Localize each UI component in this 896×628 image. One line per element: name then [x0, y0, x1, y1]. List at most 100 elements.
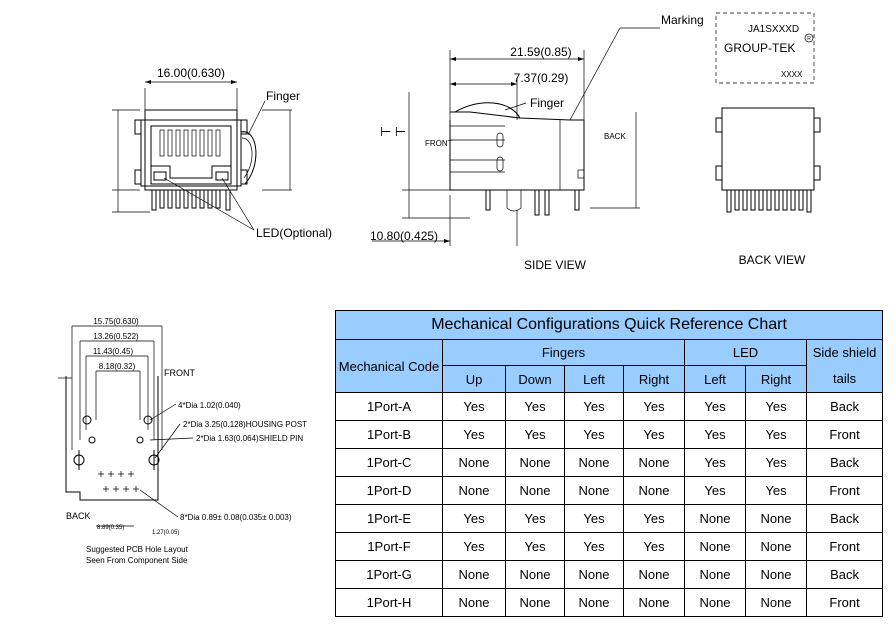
- table-cell: None: [684, 560, 746, 589]
- pcb-dim-bottom2: 1.27(0.05): [152, 530, 179, 536]
- marking-line3: XXXX: [781, 70, 803, 79]
- table-cell: None: [623, 560, 685, 589]
- table-cell: Back: [805, 392, 884, 421]
- table-cell: None: [505, 448, 565, 477]
- table-cell: Yes: [623, 392, 685, 421]
- table-cell: None: [442, 560, 506, 589]
- table-cell: Yes: [564, 420, 624, 449]
- pcb-dim2: 13.26(0.522): [93, 332, 139, 341]
- table-cell: Yes: [745, 392, 807, 421]
- row-code-cell: 1Port-C: [335, 448, 443, 477]
- pcb-dim3: 11.43(0.45): [93, 347, 134, 356]
- side-bottom-dim: 10.80(0.425): [370, 229, 438, 243]
- table-cell: Yes: [442, 420, 506, 449]
- pcb-caption2: Seen From Component Side: [86, 556, 188, 565]
- side-view-caption: SIDE VIEW: [524, 258, 587, 272]
- table-cell: Yes: [684, 392, 746, 421]
- table-cell: None: [745, 504, 807, 533]
- table-cell: None: [623, 476, 685, 505]
- front-width-dim: 16.00(0.630): [157, 66, 225, 80]
- table-cell: Yes: [684, 420, 746, 449]
- table-cell: None: [442, 448, 506, 477]
- back-view-caption: BACK VIEW: [739, 253, 806, 267]
- pcb-front-label: FRONT: [164, 368, 195, 378]
- table-cell: None: [442, 476, 506, 505]
- front-view-drawing: 16.00(0.630): [112, 66, 332, 240]
- table-cell: Yes: [623, 420, 685, 449]
- side-finger-label: Finger: [530, 96, 564, 110]
- table-cell: Yes: [564, 392, 624, 421]
- side-total-dim: 21.59(0.85): [510, 45, 571, 59]
- sub-down: Down: [505, 365, 565, 393]
- pcb-caption1: Suggested PCB Hole Layout: [86, 545, 189, 554]
- row-code-cell: 1Port-D: [335, 476, 443, 505]
- pcb-note3: 2*Dia 1.63(0.064)SHIELD PIN: [196, 434, 303, 443]
- sub-led-right: Right: [745, 365, 807, 393]
- table-cell: Front: [805, 588, 884, 617]
- pcb-note2: 2*Dia 3.25(0.128)HOUSING POST: [183, 420, 307, 429]
- table-cell: Yes: [745, 476, 807, 505]
- table-cell: None: [745, 532, 807, 561]
- table-cell: Yes: [564, 504, 624, 533]
- table-cell: None: [745, 560, 807, 589]
- table-cell: Back: [805, 560, 884, 589]
- table-cell: None: [564, 560, 624, 589]
- table-cell: Yes: [623, 532, 685, 561]
- table-cell: Yes: [564, 532, 624, 561]
- back-view-drawing: BACK VIEW: [715, 107, 821, 267]
- table-cell: None: [684, 504, 746, 533]
- group-fingers: Fingers: [442, 339, 685, 366]
- sub-led-left: Left: [684, 365, 746, 393]
- table-cell: None: [442, 588, 506, 617]
- row-code-cell: 1Port-F: [335, 532, 443, 561]
- side-front-label: FRONT: [425, 139, 453, 148]
- sub-right: Right: [623, 365, 685, 393]
- table-cell: None: [745, 588, 807, 617]
- table-cell: None: [684, 588, 746, 617]
- pcb-note4: 8*Dia 0.89± 0.08(0.035± 0.003): [180, 513, 292, 522]
- table-cell: None: [505, 560, 565, 589]
- side-view-drawing: 21.59(0.85) 7.37(0.29) ⊢ ⊢: [370, 13, 704, 272]
- table-cell: Yes: [684, 448, 746, 477]
- table-cell: None: [684, 532, 746, 561]
- row-code-cell: 1Port-B: [335, 420, 443, 449]
- table-cell: Front: [805, 420, 884, 449]
- table-cell: None: [564, 476, 624, 505]
- marking-box: JA1SXXXD GROUP-TEK R XXXX: [715, 12, 815, 84]
- marking-line1: JA1SXXXD: [748, 24, 799, 35]
- pcb-note1: 4*Dia 1.02(0.040): [178, 401, 241, 410]
- table-cell: Yes: [623, 504, 685, 533]
- table-cell: Yes: [684, 476, 746, 505]
- table-cell: Yes: [442, 392, 506, 421]
- marking-label: Marking: [661, 13, 704, 27]
- group-led: LED: [684, 339, 807, 366]
- table-cell: Yes: [745, 448, 807, 477]
- pcb-dim4: 8.18(0.32): [99, 362, 136, 371]
- table-title: Mechanical Configurations Quick Referenc…: [334, 310, 884, 340]
- table-cell: None: [564, 448, 624, 477]
- side-back-label: BACK: [604, 132, 626, 141]
- marking-reg: R: [807, 36, 811, 42]
- col-mechanical-code: Mechanical Code: [335, 339, 443, 393]
- sub-left: Left: [564, 365, 624, 393]
- led-label: LED(Optional): [256, 226, 332, 240]
- table-cell: None: [564, 588, 624, 617]
- table-cell: Yes: [442, 532, 506, 561]
- sub-up: Up: [442, 365, 506, 393]
- table-cell: Back: [805, 448, 884, 477]
- table-cell: None: [623, 588, 685, 617]
- table-cell: Yes: [505, 532, 565, 561]
- side-left-mark: ⊢ ⊢: [380, 124, 406, 139]
- row-code-cell: 1Port-H: [335, 588, 443, 617]
- side-finger-dim: 7.37(0.29): [514, 71, 569, 85]
- table-cell: Back: [805, 504, 884, 533]
- pcb-back-label: BACK: [66, 511, 91, 521]
- table-cell: Yes: [505, 420, 565, 449]
